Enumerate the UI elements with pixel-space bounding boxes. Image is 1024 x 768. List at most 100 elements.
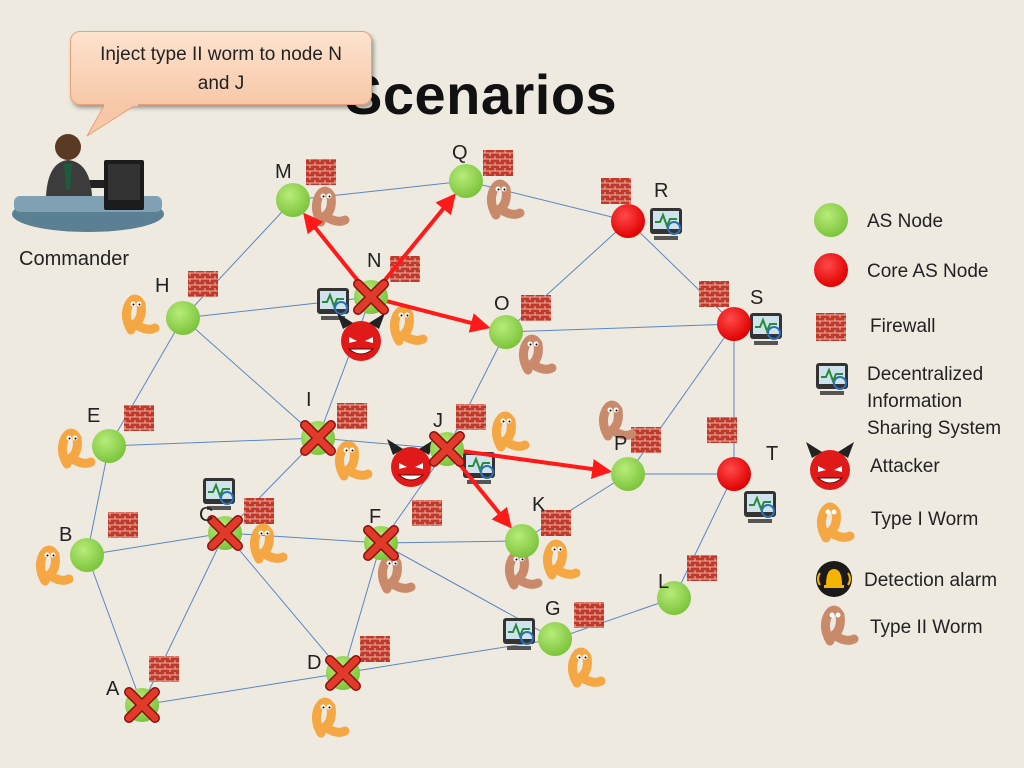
firewall-icon — [149, 656, 179, 682]
node-label: G — [545, 598, 561, 620]
node-label: F — [369, 506, 381, 528]
edge-E-I — [108, 437, 319, 447]
edge-R-S — [627, 220, 735, 325]
legend-alarm-label: Detection alarm — [864, 570, 998, 591]
as-node — [505, 524, 539, 558]
node-label: K — [532, 494, 546, 516]
info-system-icon — [317, 288, 349, 320]
type1-worm-icon — [57, 428, 96, 469]
node-F: F — [363, 506, 399, 561]
edge-A-D — [141, 672, 344, 706]
node-label: C — [199, 504, 213, 526]
infected-cross-icon — [363, 525, 399, 561]
edge-T-L — [673, 473, 735, 599]
legend-type2-worm-icon — [820, 605, 859, 646]
node-label: M — [275, 161, 292, 183]
attacker-icon — [337, 313, 385, 361]
legend-firewall-label: Firewall — [870, 316, 936, 337]
legend-info-system-icon — [816, 363, 848, 395]
type2-worm-icon — [311, 186, 350, 227]
node-L: L — [657, 571, 691, 615]
type1-worm-icon — [389, 305, 428, 346]
edge-P-K — [521, 473, 629, 542]
as-node — [166, 301, 200, 335]
edge-C-B — [86, 532, 226, 556]
core-as-node — [717, 307, 751, 341]
infected-cross-icon — [124, 687, 160, 723]
node-G: G — [538, 598, 572, 656]
legend-alarm-icon — [816, 561, 852, 597]
edge-F-D — [342, 542, 382, 674]
attack-arrow-N-O — [385, 299, 491, 333]
edge-M-H — [182, 199, 294, 319]
node-J: J — [429, 410, 465, 467]
as-node — [92, 429, 126, 463]
callout-tail — [86, 104, 138, 137]
type1-worm-icon — [567, 647, 606, 688]
attack-arrow-N-Q — [379, 193, 456, 286]
firewall-icon — [456, 404, 486, 430]
commander-callout: Inject type II worm to node N and J — [70, 31, 372, 137]
edge-H-I — [182, 317, 319, 439]
firewall-icon — [337, 403, 367, 429]
node-S: S — [717, 287, 763, 341]
type2-worm-icon — [504, 549, 543, 590]
node-label: N — [367, 250, 381, 272]
firewall-icon — [124, 405, 154, 431]
type2-worm-icon — [486, 179, 525, 220]
node-label: A — [106, 678, 120, 700]
legend-attacker-icon — [806, 442, 854, 490]
firewall-icon — [631, 427, 661, 453]
as-node — [489, 315, 523, 349]
infected-cross-icon — [207, 515, 243, 551]
edge-E-B — [86, 445, 110, 556]
node-label: H — [155, 275, 169, 297]
firewall-icon — [541, 510, 571, 536]
firewall-icon — [687, 555, 717, 581]
node-label: S — [750, 287, 763, 309]
node-label: O — [494, 293, 510, 315]
node-C: C — [199, 504, 243, 551]
edge-C-D — [224, 532, 344, 674]
info-system-icon — [503, 618, 535, 650]
as-node — [276, 183, 310, 217]
type1-worm-icon — [542, 539, 581, 580]
type1-worm-icon — [311, 697, 350, 738]
core-as-node — [717, 457, 751, 491]
type1-worm-icon — [35, 545, 74, 586]
legend-attacker-label: Attacker — [870, 456, 940, 477]
edge-O-S — [505, 323, 735, 333]
node-label: L — [658, 571, 669, 593]
edge-N-I — [317, 296, 372, 439]
callout-text: Inject type II worm to node N and J — [100, 44, 342, 94]
legend-type2-worm-label: Type II Worm — [870, 617, 983, 638]
node-B: B — [59, 524, 104, 572]
node-R: R — [611, 180, 668, 238]
legend-symbols — [806, 203, 859, 646]
node-M: M — [275, 161, 310, 217]
type1-worm-icon — [334, 440, 373, 481]
node-E: E — [87, 405, 126, 463]
node-I: I — [300, 389, 336, 456]
firewall-icon — [306, 159, 336, 185]
core-as-node — [611, 204, 645, 238]
edge-F-K — [380, 540, 523, 544]
commander-icon — [12, 134, 164, 232]
as-node — [449, 164, 483, 198]
info-system-icon — [650, 208, 682, 240]
type1-worm-icon — [491, 411, 530, 452]
as-node — [657, 581, 691, 615]
attack-arrow-N-M — [303, 212, 363, 286]
infected-cross-icon — [429, 431, 465, 467]
type2-worm-icon — [518, 334, 557, 375]
node-N: N — [353, 250, 389, 315]
firewall-icon — [360, 636, 390, 662]
as-node — [70, 538, 104, 572]
type2-worm-icon — [377, 553, 416, 594]
attack-arrow-J-P — [462, 449, 613, 479]
legend-type1-worm-icon — [816, 502, 855, 543]
attack-arrow-J-K — [455, 460, 512, 529]
node-label: E — [87, 405, 100, 427]
